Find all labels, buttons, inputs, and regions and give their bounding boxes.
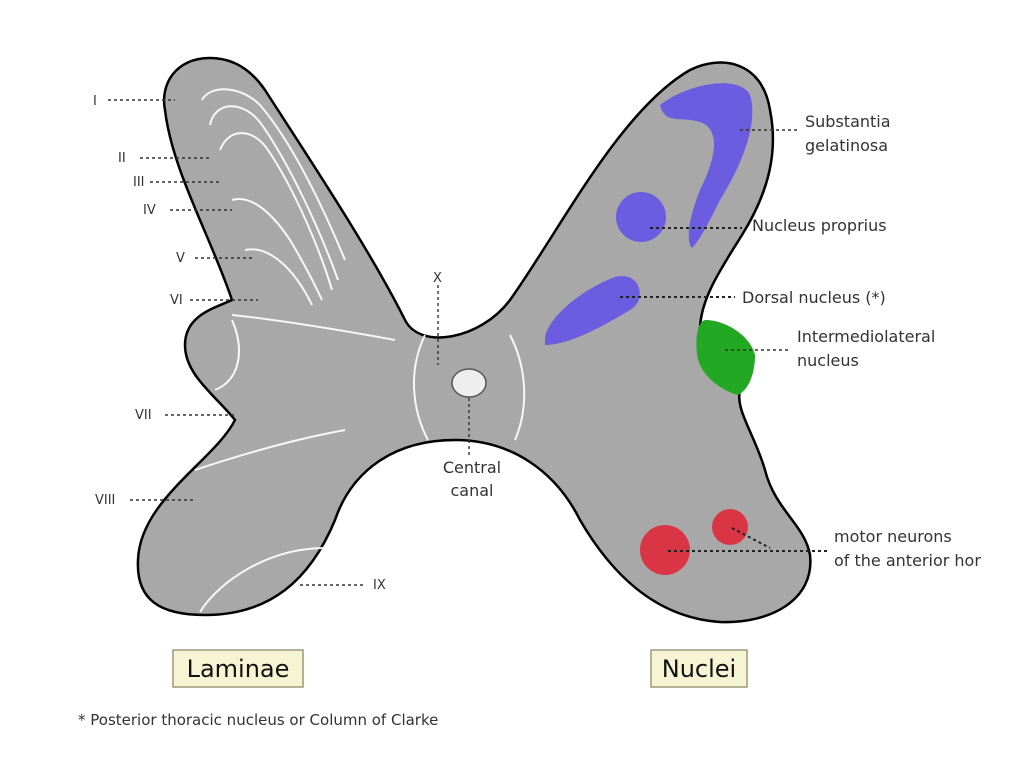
lamina-label-iv: IV bbox=[143, 203, 156, 218]
lamina-boundary-3 bbox=[219, 132, 333, 291]
central-canal-label-line2: canal bbox=[451, 481, 494, 500]
nuclei-box: Nuclei bbox=[650, 649, 748, 688]
nucleus-proprius-region bbox=[616, 192, 666, 242]
nucleus-proprius-label: Nucleus proprius bbox=[752, 216, 887, 235]
lamina-boundary-2 bbox=[209, 105, 339, 281]
lamina-label-i: I bbox=[93, 94, 97, 109]
lamina-boundary-5 bbox=[244, 248, 313, 306]
lamina-label-vii: VII bbox=[135, 408, 152, 423]
dorsal-nucleus-region bbox=[545, 275, 640, 345]
dorsal-nucleus-label: Dorsal nucleus (*) bbox=[742, 288, 886, 307]
lamina-boundary-9 bbox=[199, 547, 326, 613]
lamina-label-x: X bbox=[433, 271, 442, 286]
motor-neuron-large bbox=[640, 525, 690, 575]
motor-neurons-label-line2: of the anterior hor bbox=[834, 551, 981, 570]
intermediolateral-label-line2: nucleus bbox=[797, 351, 859, 370]
substantia-gelatinosa-region bbox=[660, 83, 753, 248]
lamina-label-ix: IX bbox=[373, 578, 386, 593]
nuclei-box-label: Nuclei bbox=[662, 655, 736, 683]
substantia-gelatinosa-label-line2: gelatinosa bbox=[805, 136, 888, 155]
motor-neurons-label-line1: motor neurons bbox=[834, 527, 952, 546]
substantia-gelatinosa-label-line1: Substantia bbox=[805, 112, 891, 131]
laminae-box: Laminae bbox=[172, 649, 304, 688]
central-canal-label-line1: Central bbox=[443, 458, 501, 477]
laminae-lines bbox=[194, 88, 526, 613]
lamina-boundary-8 bbox=[194, 429, 346, 471]
footnote: * Posterior thoracic nucleus or Column o… bbox=[78, 711, 438, 729]
laminae-box-label: Laminae bbox=[187, 655, 290, 683]
central-canal bbox=[451, 368, 487, 398]
lamina-boundary-6 bbox=[231, 314, 396, 341]
lamina-boundary-1 bbox=[201, 88, 346, 261]
lamina-boundary-4 bbox=[231, 198, 323, 301]
lamina-label-v: V bbox=[176, 251, 185, 266]
leader-lines bbox=[108, 99, 828, 586]
lamina-x-left bbox=[412, 334, 429, 441]
intermediolateral-label-line1: Intermediolateral bbox=[797, 327, 935, 346]
motor-neuron-small bbox=[712, 509, 748, 545]
lamina-label-iii: III bbox=[133, 175, 145, 190]
lamina-label-viii: VIII bbox=[95, 493, 115, 508]
lamina-label-vi: VI bbox=[170, 293, 183, 308]
intermediolateral-region bbox=[696, 320, 755, 395]
lamina-boundary-7 bbox=[214, 319, 240, 391]
lamina-label-ii: II bbox=[118, 151, 126, 166]
lamina-x-right bbox=[509, 334, 526, 441]
